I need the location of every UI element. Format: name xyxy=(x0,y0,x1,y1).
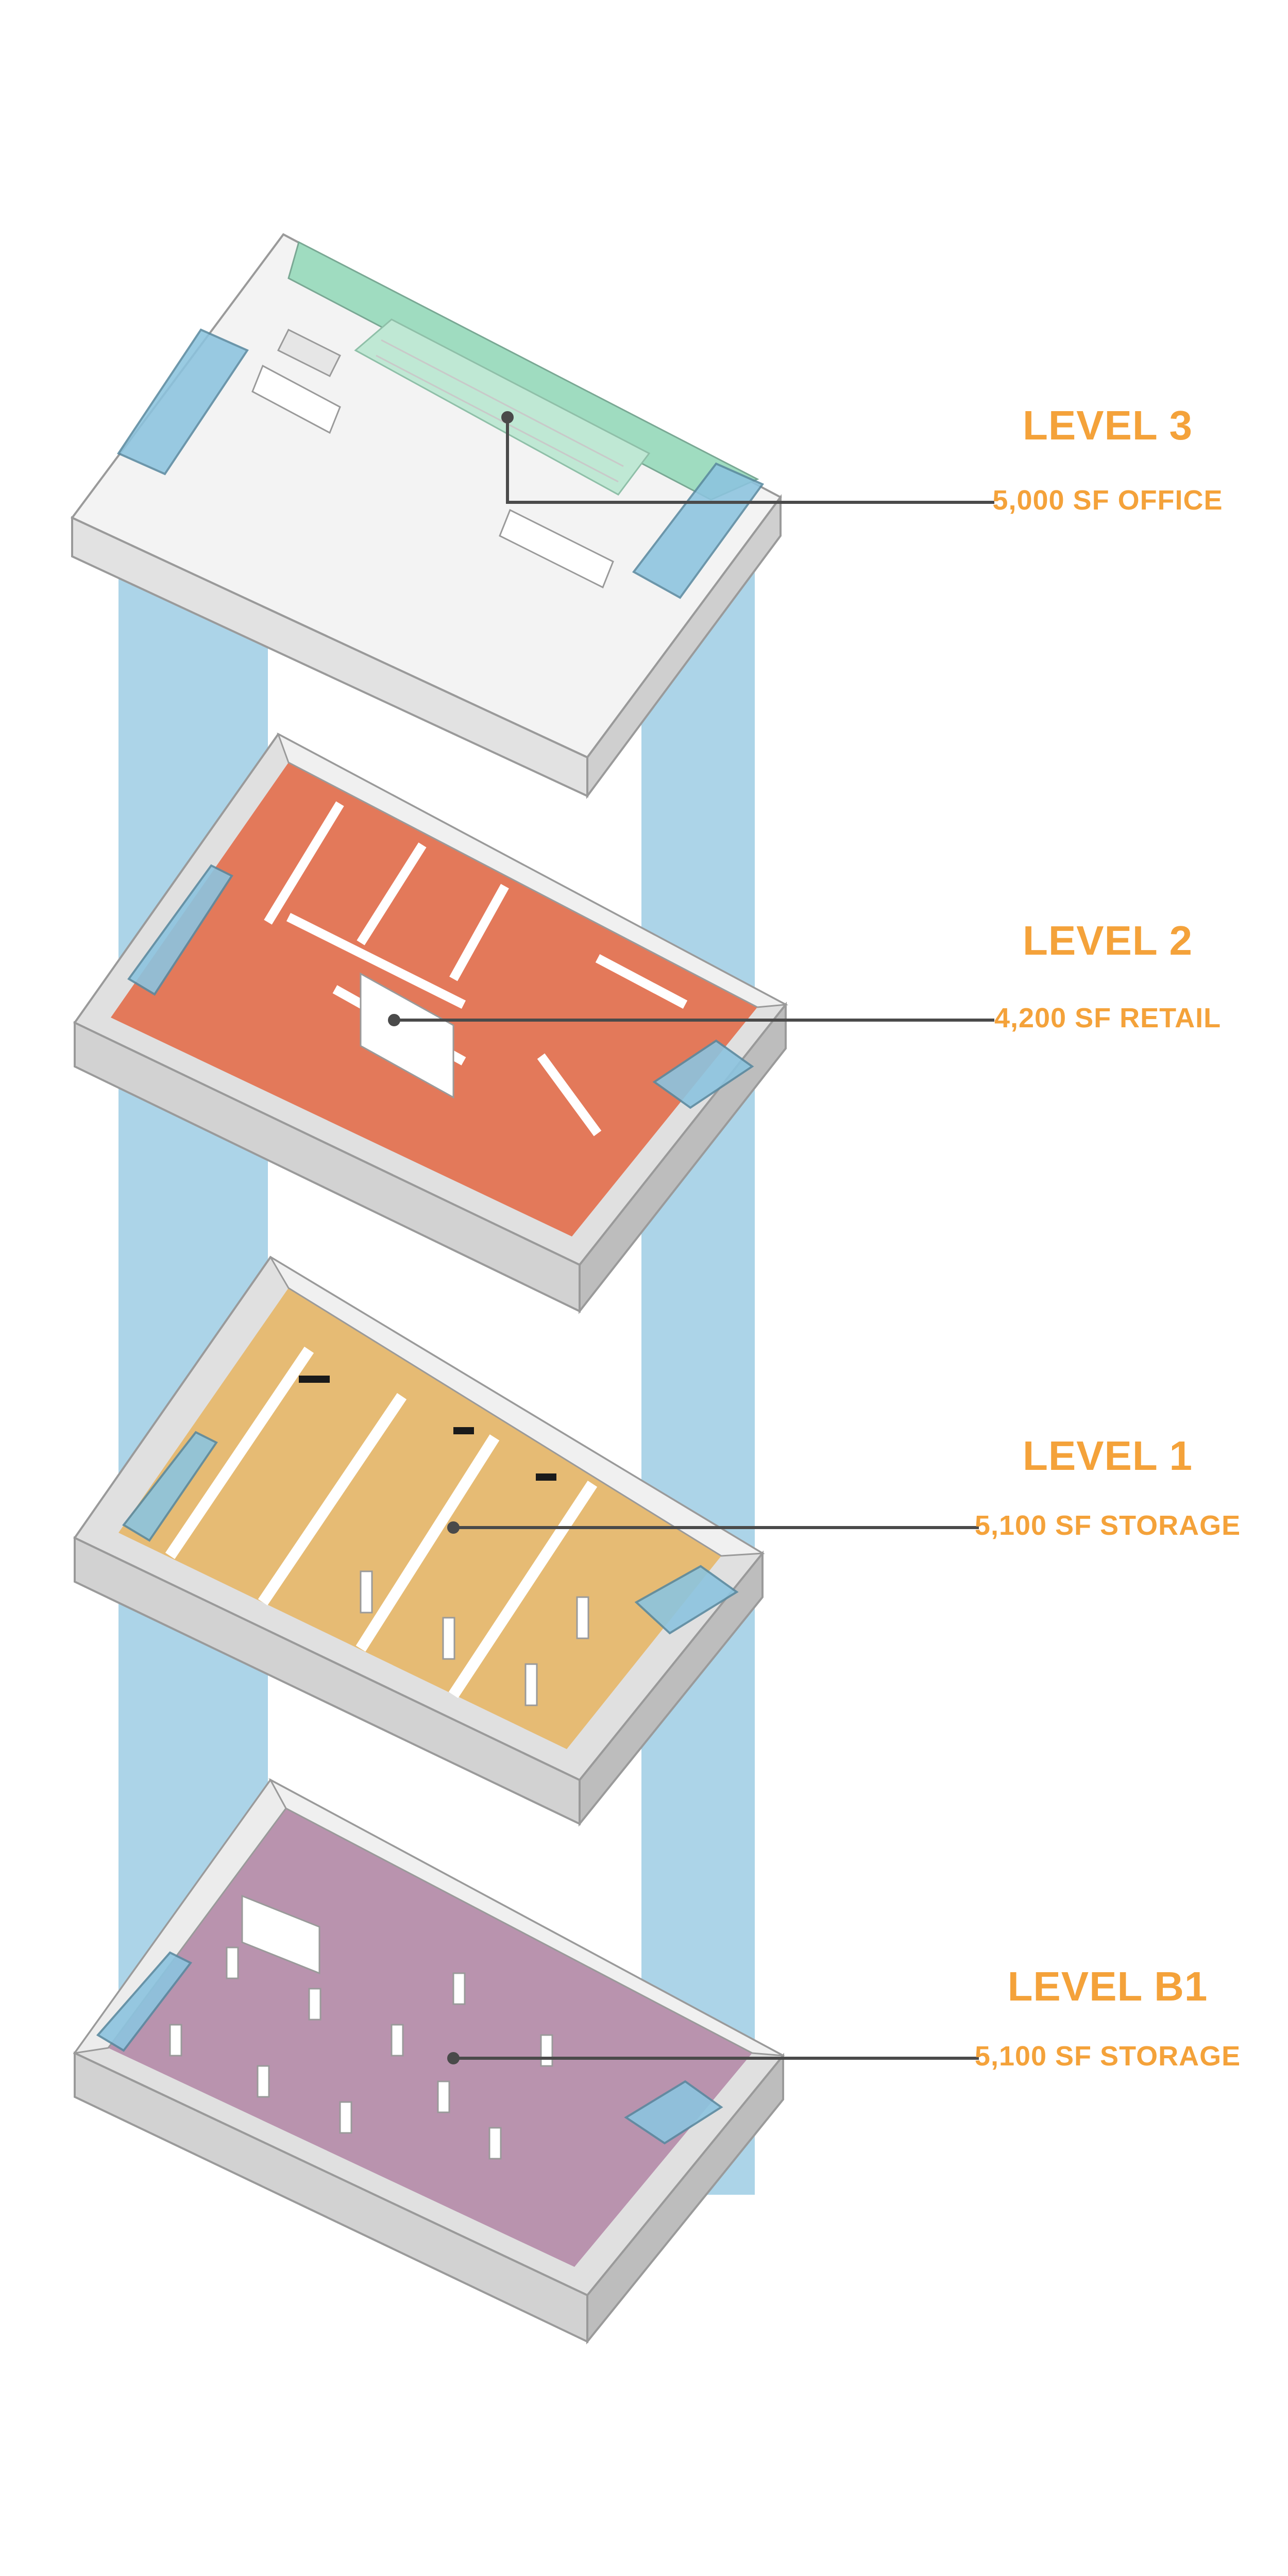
level-3-leader-line xyxy=(506,417,994,504)
level-3-left-stair-core xyxy=(117,328,249,476)
level-1-right-stair xyxy=(634,1565,739,1635)
level-2-left-stair xyxy=(127,864,233,996)
level-1-area: 5,100 SF STORAGE xyxy=(974,1510,1241,1541)
level-3-leader-dot xyxy=(501,411,514,423)
level-1-left-stair xyxy=(122,1431,218,1542)
level-b1-floor-plate xyxy=(73,1778,785,2345)
right-core-shaft xyxy=(641,515,755,2195)
level-b1-leader-dot xyxy=(447,2052,460,2064)
level-3-floor-plate xyxy=(70,233,782,800)
level-3-title: LEVEL 3 xyxy=(1022,402,1193,448)
leader-lines xyxy=(388,411,994,2064)
level-2-area: 4,200 SF RETAIL xyxy=(994,1003,1222,1033)
level-b1-area: 5,100 SF STORAGE xyxy=(974,2041,1241,2072)
level-b1-right-stair xyxy=(624,2080,723,2145)
level-1-floor-plate xyxy=(73,1256,765,1827)
level-b1-title: LEVEL B1 xyxy=(1007,1963,1208,2009)
level-2-title: LEVEL 2 xyxy=(1022,918,1193,963)
level-1-leader-dot xyxy=(447,1521,460,1534)
level-b1-left-stair xyxy=(96,1951,193,2052)
level-2-right-stair xyxy=(652,1039,754,1109)
level-3-right-stair-core xyxy=(632,462,765,599)
level-2-floor-plate xyxy=(73,732,789,1314)
level-1-title: LEVEL 1 xyxy=(1022,1433,1193,1479)
level-3-area: 5,000 SF OFFICE xyxy=(992,485,1223,516)
level-2-leader-dot xyxy=(388,1014,400,1026)
